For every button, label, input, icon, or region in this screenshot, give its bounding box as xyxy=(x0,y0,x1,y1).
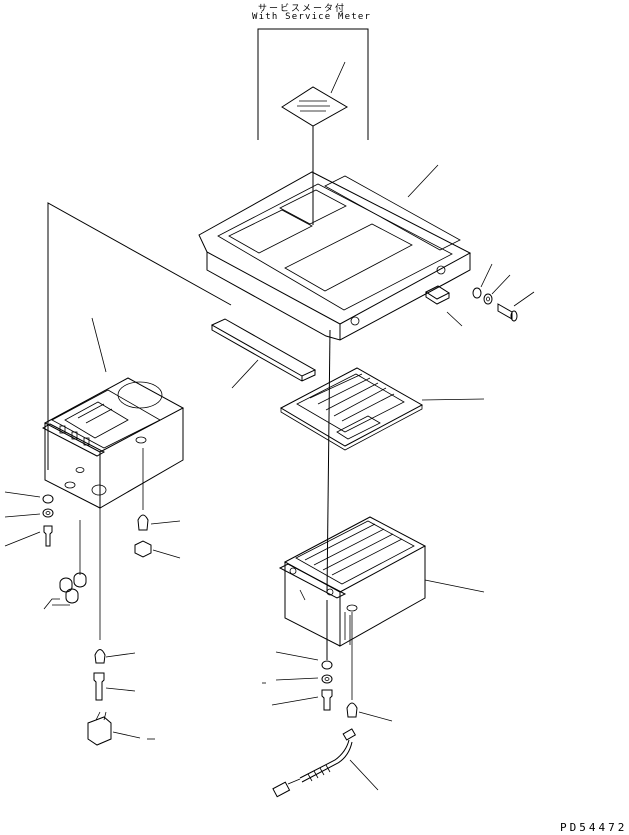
long-bar xyxy=(210,318,317,389)
grommets xyxy=(43,572,87,610)
bottom-left-parts xyxy=(87,649,155,746)
drawing-number: PD54472 xyxy=(560,821,628,834)
left-bulbs xyxy=(134,514,181,559)
service-meter-inset xyxy=(257,28,369,225)
cover-panel xyxy=(198,164,472,341)
left-connection-line xyxy=(47,202,232,470)
washer-bolt-set xyxy=(472,263,535,322)
left-gauge-unit xyxy=(41,317,185,640)
main-center-line xyxy=(326,329,331,594)
spacer-block xyxy=(424,285,463,327)
option-label-english: With Service Meter xyxy=(252,12,372,22)
right-gauge-unit xyxy=(278,516,485,700)
harness-assembly xyxy=(272,702,393,798)
left-fasteners xyxy=(4,491,54,547)
right-fasteners xyxy=(262,651,333,711)
circuit-board xyxy=(279,367,485,451)
option-label-japanese: サービスメータ付 xyxy=(258,4,347,14)
